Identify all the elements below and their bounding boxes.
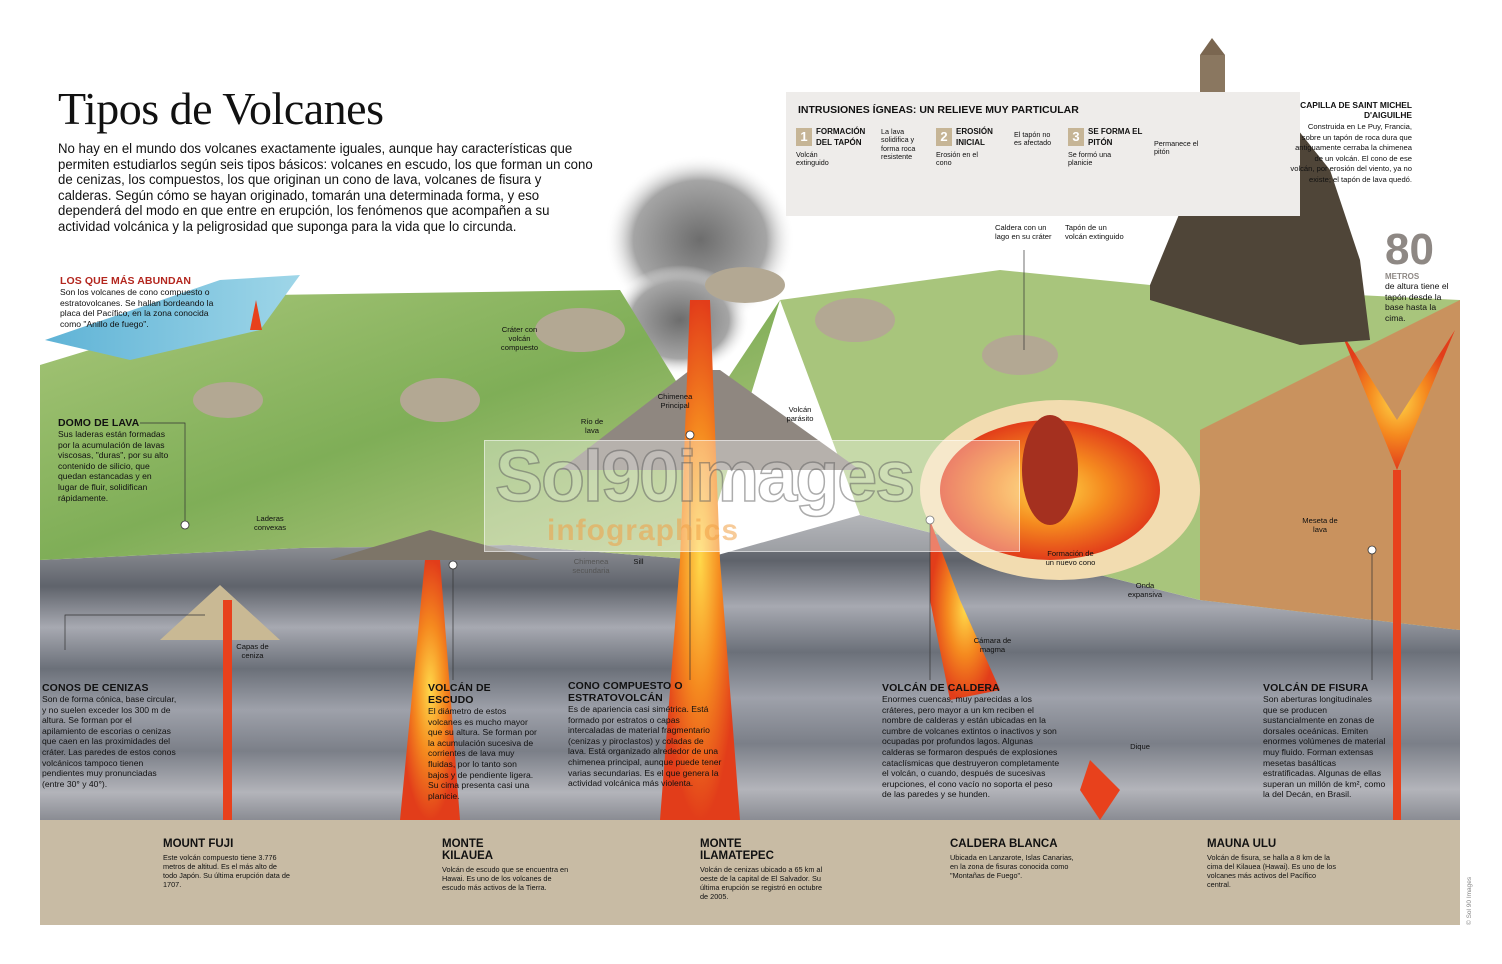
domo-text: Sus laderas están formadas por la acumul…	[58, 429, 169, 503]
step-number: 1	[796, 128, 812, 146]
step-note: Erosión en el cono	[936, 150, 978, 168]
caldera-text: Enormes cuencas, muy parecidas a los crá…	[882, 694, 1060, 800]
label-crater: Cráter con volcán compuesto	[500, 325, 539, 352]
example-item: MAUNA ULU Volcán de fisura, se halla a 8…	[1207, 838, 1397, 889]
example-item: CALDERA BLANCA Ubicada en Lanzarote, Isl…	[950, 838, 1140, 880]
altura-text: de altura tiene el tapón desde la base h…	[1385, 281, 1449, 323]
watermark-line2: infographics	[547, 514, 740, 547]
example-item: MONTE ILAMATEPEC Volcán de cenizas ubica…	[700, 838, 822, 901]
compuesto-text: Es de apariencia casi simétrica. Está fo…	[568, 704, 722, 789]
leader-lines	[64, 250, 1373, 680]
left-terrain-surface	[40, 290, 780, 560]
example-item: MOUNT FUJI Este volcán compuesto tiene 3…	[163, 838, 353, 889]
intrusion-step: 1 FORMACIÓN DEL TAPÓN Volcán extinguido …	[796, 126, 951, 211]
step-heading: EROSIÓN INICIAL	[956, 127, 993, 147]
altura-block: 80 METROS de altura tiene el tapón desde…	[1385, 228, 1455, 323]
step-note: El tapón no es afectado	[1014, 130, 1052, 148]
label-nuevo-cono: Formación de un nuevo cono	[1045, 549, 1096, 567]
shield-volcano	[330, 530, 540, 560]
example-text: Volcán de fisura, se halla a 8 km de la …	[1207, 853, 1336, 889]
label-caldera-lago: Caldera con un lago en su cráter	[995, 223, 1052, 241]
label-sill: Sill	[633, 557, 644, 566]
example-text: Volcán de escudo que se encuentra en Haw…	[442, 865, 569, 892]
step-heading: SE FORMA EL PITÓN	[1088, 127, 1143, 147]
compuesto-heading: CONO COMPUESTO O ESTRATOVOLCÁN	[568, 680, 683, 704]
abundan-block: LOS QUE MÁS ABUNDAN Son los volcanes de …	[60, 275, 220, 329]
example-name: MONTE KILAUEA	[442, 838, 494, 862]
escudo-heading: VOLCÁN DE ESCUDO	[428, 682, 491, 706]
domo-heading: DOMO DE LAVA	[58, 417, 140, 429]
cenizas-heading: CONOS DE CENIZAS	[42, 682, 149, 694]
label-dique: Dique	[1130, 742, 1150, 751]
new-cone	[1022, 415, 1078, 525]
altura-value: 80	[1385, 225, 1434, 274]
example-name: MONTE ILAMATEPEC	[700, 838, 774, 862]
example-name: MAUNA ULU	[1207, 838, 1277, 850]
step-note: La lava solidifica y forma roca resisten…	[881, 127, 916, 162]
capilla-block: CAPILLA DE SAINT MICHEL D'AIGUILHE Const…	[1290, 100, 1412, 186]
label-onda: Onda expansiva	[1127, 581, 1163, 599]
label-tapon: Tapón de un volcán extinguido	[1065, 223, 1124, 241]
label-rio: Río de lava	[580, 417, 604, 435]
small-craters	[193, 267, 1058, 422]
intro-paragraph: No hay en el mundo dos volcanes exactame…	[58, 141, 593, 235]
step-note: Permanece el pitón	[1154, 139, 1199, 157]
abundan-heading: LOS QUE MÁS ABUNDAN	[60, 275, 192, 287]
example-name: MOUNT FUJI	[163, 838, 234, 850]
intrusion-step: 2 EROSIÓN INICIAL Erosión en el cono El …	[936, 126, 1091, 211]
escudo-block: VOLCÁN DE ESCUDO El diámetro de estos vo…	[428, 682, 538, 801]
step-note: Volcán extinguido	[796, 150, 829, 168]
step-note: Se formó una planicie	[1068, 150, 1112, 168]
intrusiones-title: INTRUSIONES ÍGNEAS: UN RELIEVE MUY PARTI…	[798, 104, 1079, 116]
fisura-text: Son aberturas longitudinales que se prod…	[1263, 694, 1386, 800]
label-parasito: Volcán parásito	[786, 405, 814, 423]
example-item: MONTE KILAUEA Volcán de escudo que se en…	[442, 838, 568, 892]
intrusion-step: 3 SE FORMA EL PITÓN Se formó una planici…	[1068, 126, 1223, 211]
examples-band: MOUNT FUJI Este volcán compuesto tiene 3…	[40, 820, 1460, 925]
marker-dots	[180, 430, 1377, 570]
page-title: Tipos de Volcanes	[58, 83, 384, 134]
cenizas-block: CONOS DE CENIZAS Son de forma cónica, ba…	[42, 682, 177, 789]
right-block-strata	[700, 515, 1460, 820]
example-name: CALDERA BLANCA	[950, 838, 1058, 850]
copyright: © Sol 90 Images	[1466, 876, 1473, 925]
caldera-heading: VOLCÁN DE CALDERA	[882, 682, 1000, 694]
altura-unit: METROS	[1385, 272, 1420, 281]
label-camara: Cámara de magma	[973, 636, 1012, 654]
label-laderas: Laderas convexas	[253, 514, 287, 532]
label-capas: Capas de ceniza	[236, 642, 269, 660]
step-number: 3	[1068, 128, 1084, 146]
caldera-block: VOLCÁN DE CALDERA Enormes cuencas, muy p…	[882, 682, 1062, 800]
example-text: Volcán de cenizas ubicado a 65 km al oes…	[700, 865, 823, 901]
domo-block: DOMO DE LAVA Sus laderas están formadas …	[58, 417, 170, 503]
label-chimenea: Chimenea Principal	[657, 392, 693, 410]
step-heading: FORMACIÓN DEL TAPÓN	[816, 127, 866, 147]
step-number: 2	[936, 128, 952, 146]
capilla-heading: CAPILLA DE SAINT MICHEL D'AIGUILHE	[1300, 100, 1412, 120]
capilla-text: Construida en Le Puy, Francia, sobre un …	[1290, 122, 1412, 184]
abundan-text: Son los volcanes de cono compuesto o est…	[60, 287, 214, 329]
fisura-block: VOLCÁN DE FISURA Son aberturas longitudi…	[1263, 682, 1388, 800]
watermark-line1: Sol90images	[494, 437, 916, 517]
ash-cone	[160, 585, 280, 640]
sea	[45, 275, 300, 360]
label-secundaria: Chimenea secundaria	[572, 557, 610, 575]
label-meseta: Meseta de lava	[1302, 516, 1338, 534]
example-text: Ubicada en Lanzarote, Islas Canarias, en…	[950, 853, 1074, 880]
compuesto-block: CONO COMPUESTO O ESTRATOVOLCÁN Es de apa…	[568, 680, 723, 789]
intrusiones-panel: INTRUSIONES ÍGNEAS: UN RELIEVE MUY PARTI…	[786, 92, 1300, 216]
lava-conduits	[223, 300, 1455, 820]
fisura-heading: VOLCÁN DE FISURA	[1263, 682, 1369, 694]
example-text: Este volcán compuesto tiene 3.776 metros…	[163, 853, 290, 889]
watermark: Sol90images infographics	[484, 440, 1020, 552]
cenizas-text: Son de forma cónica, base circular, y no…	[42, 694, 177, 789]
escudo-text: El diámetro de estos volcanes es mucho m…	[428, 706, 537, 801]
